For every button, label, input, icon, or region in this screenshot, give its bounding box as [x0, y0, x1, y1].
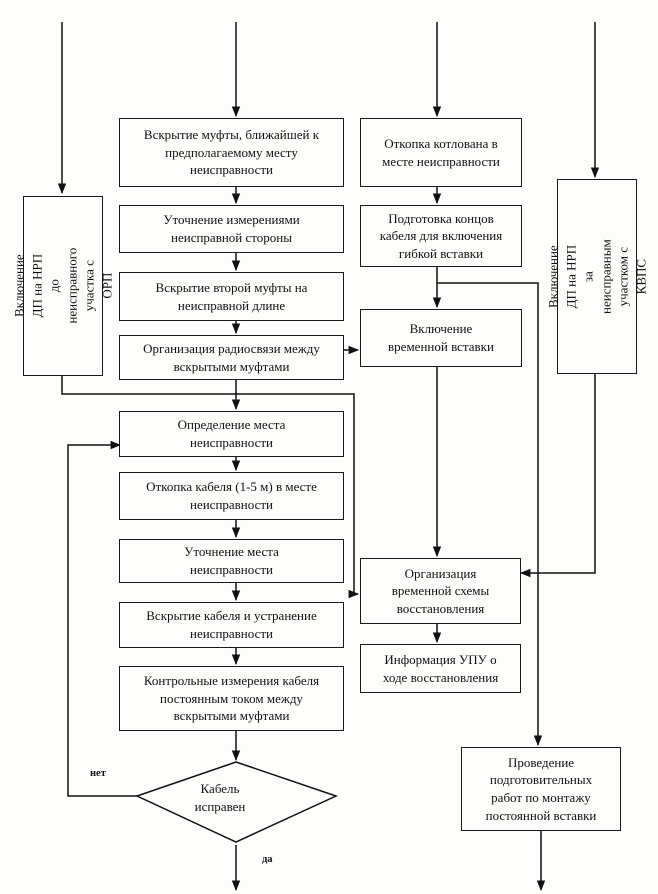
- arrow-no-loop: [67, 440, 137, 797]
- box-refine-faulty-side: Уточнение измерениями неисправной сторон…: [119, 205, 344, 253]
- box-dp-orp: Включение ДП на НРП до неисправного учас…: [11, 196, 114, 376]
- box-inform-upu: Информация УПУ о ходе восстановления: [360, 644, 521, 693]
- decision-diamond: [134, 761, 339, 843]
- decision-text: Кабель исправен: [194, 781, 246, 815]
- box-dig-cable: Откопка кабеля (1-5 м) в месте неисправн…: [119, 472, 344, 520]
- box-dig-pit: Откопка котлована в месте неисправности: [360, 118, 522, 187]
- box-organize-radio-link: Организация радиосвязи между вскрытыми м…: [119, 335, 344, 380]
- decision-yes-label: да: [262, 854, 273, 865]
- box-prepare-cable-ends: Подготовка концов кабеля для включения г…: [360, 205, 522, 267]
- box-dp-kvps-label: Включение ДП на НРП за неисправным участ…: [545, 239, 649, 314]
- box-temporary-scheme: Организация временной схемы восстановлен…: [360, 558, 521, 624]
- box-open-cable-fix: Вскрытие кабеля и устранение неисправнос…: [119, 602, 344, 648]
- box-open-nearest-coupling: Вскрытие муфты, ближайшей к предполагаем…: [119, 118, 344, 187]
- box-dp-kvps: Включение ДП на НРП за неисправным участ…: [545, 179, 648, 374]
- box-determine-fault-location: Определение места неисправности: [119, 411, 344, 457]
- decision-no-label: нет: [90, 768, 106, 779]
- box-open-second-coupling: Вскрытие второй муфты на неисправной дли…: [119, 272, 344, 321]
- box-dp-orp-label: Включение ДП на НРП до неисправного учас…: [11, 248, 115, 324]
- box-control-measurements: Контрольные измерения кабеля постоянным …: [119, 666, 344, 731]
- box-refine-fault-location: Уточнение места неисправности: [119, 539, 344, 583]
- box-preparatory-works: Проведение подготовительных работ по мон…: [461, 747, 621, 831]
- box-temporary-insert: Включение временной вставки: [360, 309, 522, 367]
